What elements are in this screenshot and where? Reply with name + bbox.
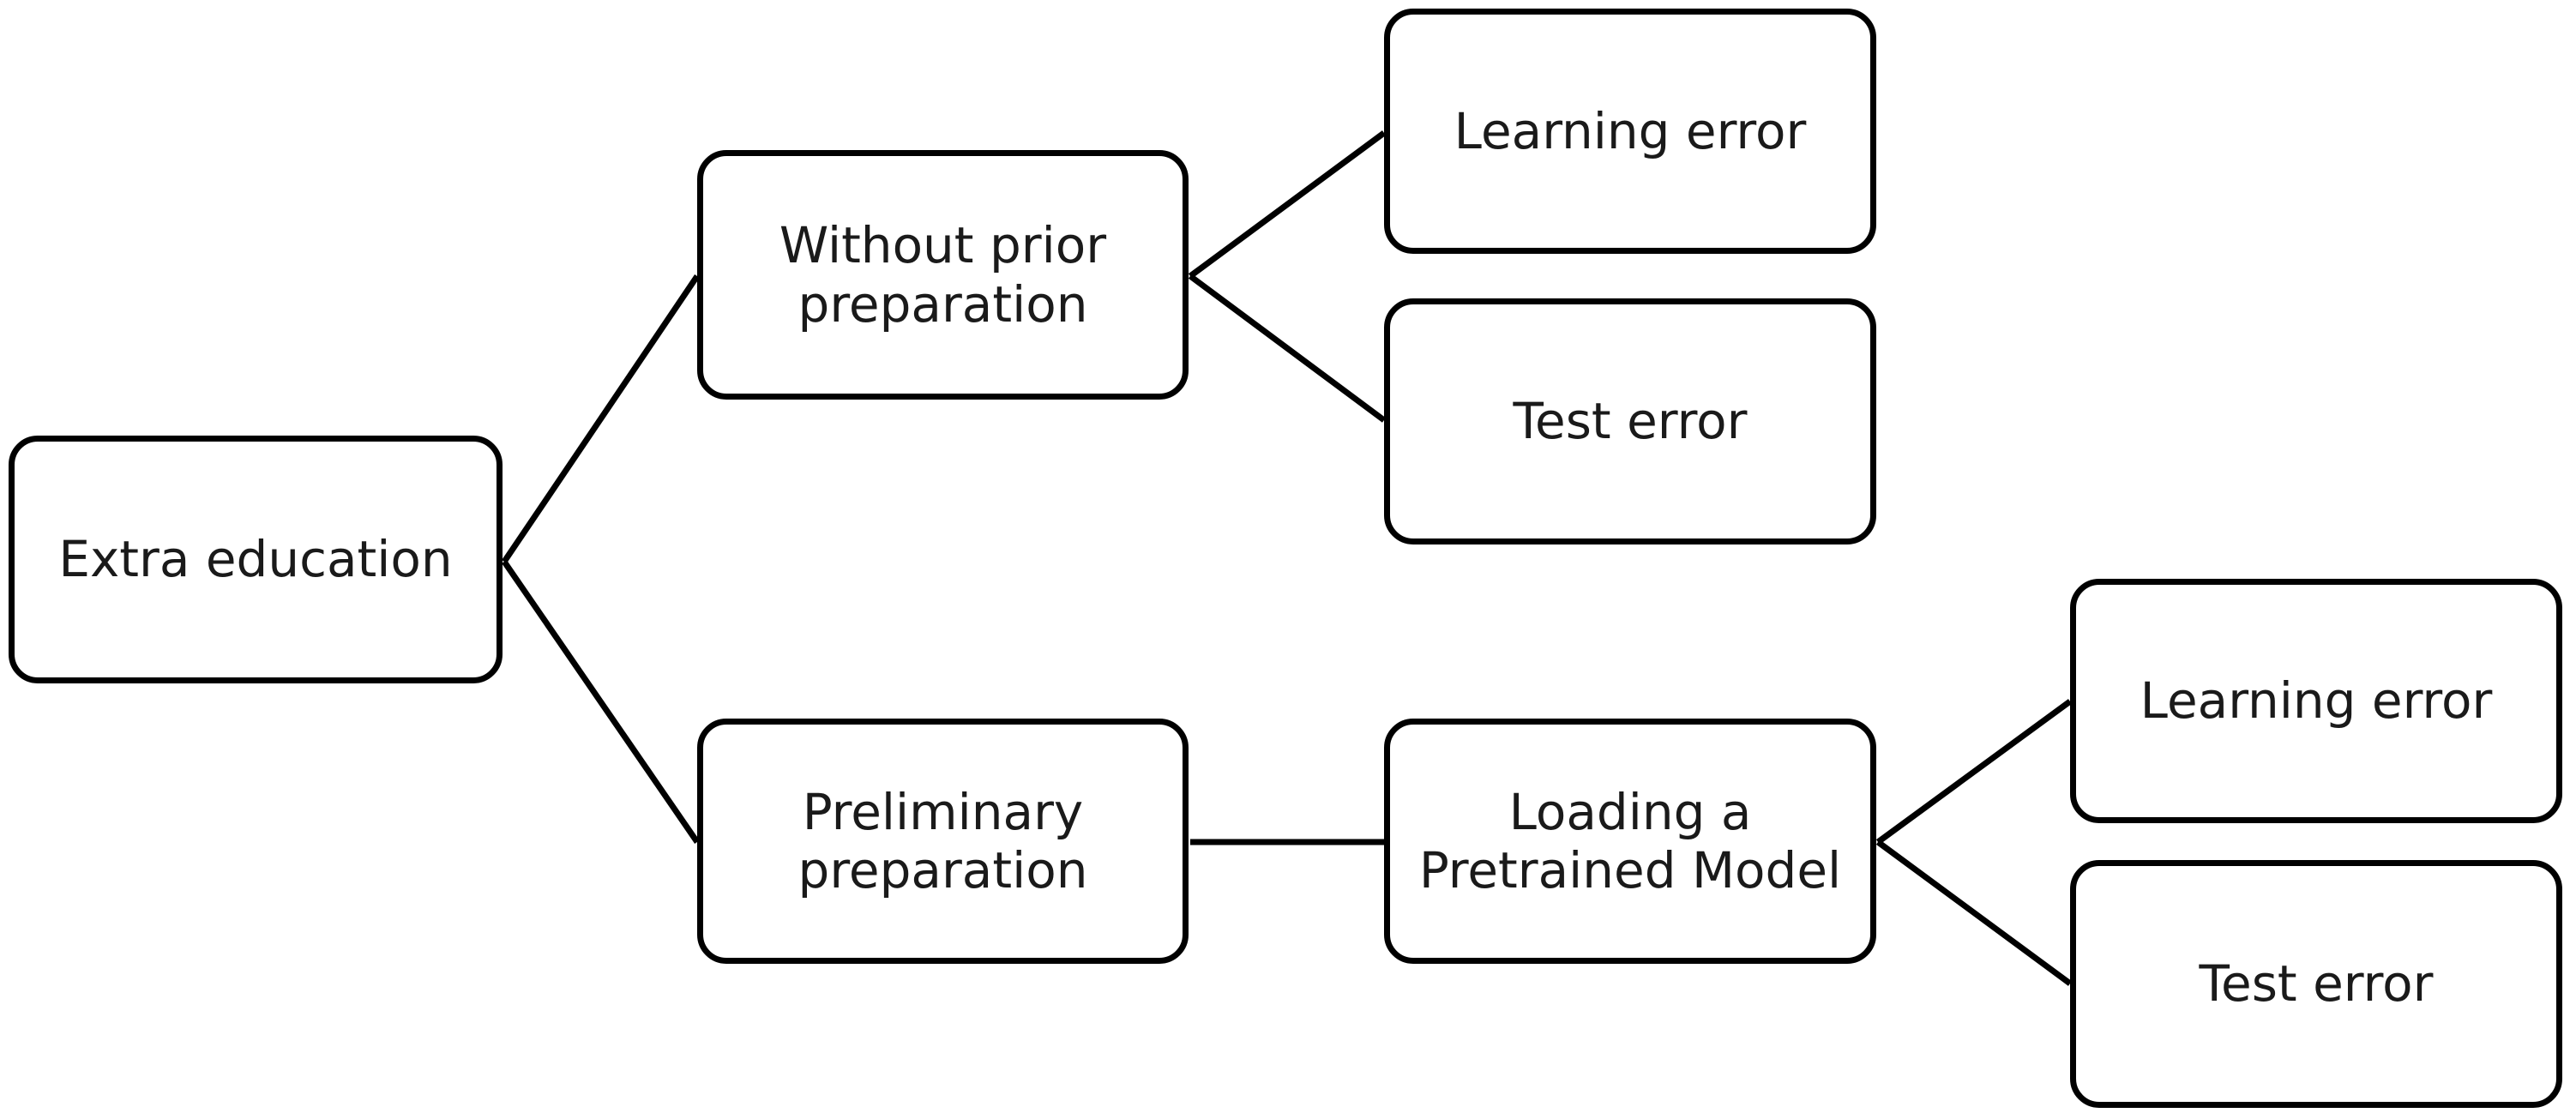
node-label-test-error-bottom: Test error [2199, 954, 2434, 1014]
node-test-error-bottom[interactable]: Test error [2070, 860, 2562, 1108]
node-label-test-error-top: Test error [1513, 392, 1748, 451]
node-learning-error-top[interactable]: Learning error [1384, 9, 1876, 254]
node-label-extra-education: Extra education [58, 530, 453, 589]
node-preliminary-preparation[interactable]: Preliminary preparation [697, 719, 1189, 964]
node-label-preliminary-preparation: Preliminary preparation [797, 782, 1088, 899]
node-label-without-prior-preparation: Without prior preparation [779, 216, 1107, 334]
node-extra-education[interactable]: Extra education [9, 436, 503, 683]
edge-extra-to-without [502, 274, 700, 563]
edge-without-to-test [1188, 274, 1387, 423]
edge-loading-to-learning [1875, 699, 2073, 845]
edge-without-to-learning [1188, 130, 1387, 279]
node-label-learning-error-top: Learning error [1454, 101, 1807, 160]
edge-loading-to-test [1875, 839, 2073, 986]
node-label-learning-error-bottom: Learning error [2140, 671, 2493, 731]
node-learning-error-bottom[interactable]: Learning error [2070, 579, 2562, 823]
node-without-prior-preparation[interactable]: Without prior preparation [697, 150, 1189, 400]
node-test-error-top[interactable]: Test error [1384, 298, 1876, 544]
node-loading-pretrained-model[interactable]: Loading a Pretrained Model [1384, 719, 1876, 964]
node-label-loading-pretrained-model: Loading a Pretrained Model [1418, 782, 1842, 899]
edge-extra-to-preliminary [502, 560, 700, 844]
